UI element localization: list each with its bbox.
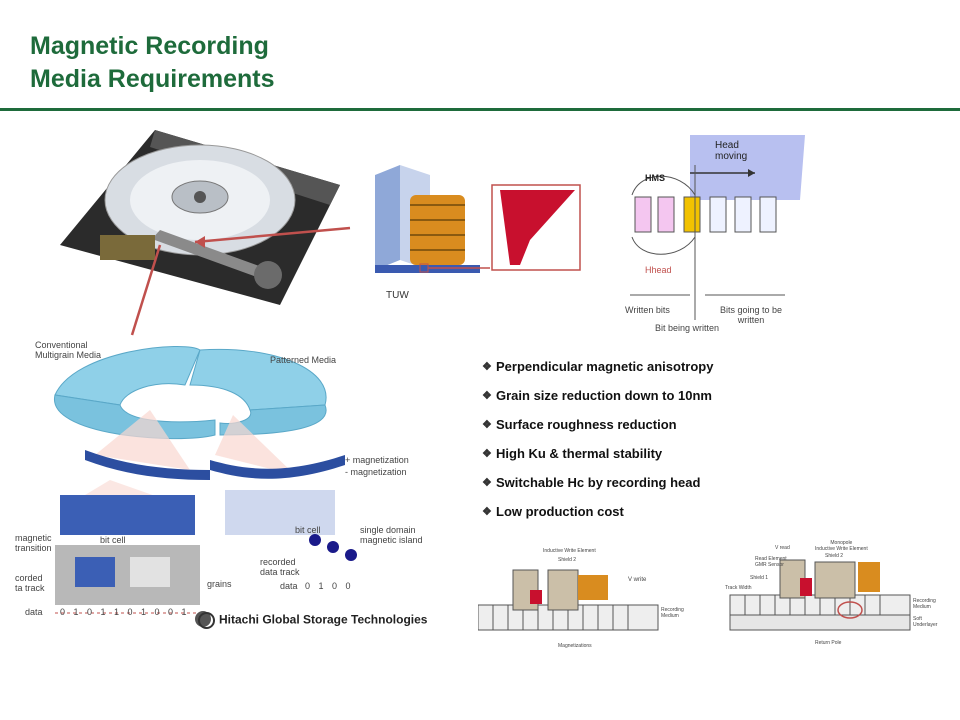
plus-magnetization-label: + magnetization xyxy=(345,455,409,465)
recording-medium-right-label: Recording Medium xyxy=(913,598,936,610)
list-item: ❖ Switchable Hc by recording head xyxy=(482,474,713,503)
return-pole-label: Return Pole xyxy=(815,640,842,646)
bit-cell-left-label: bit cell xyxy=(100,535,126,545)
track-width-label: Track Width xyxy=(725,585,752,591)
magnetizations-label: Magnetizations xyxy=(558,643,592,649)
head-moving-label: Head moving xyxy=(715,140,748,162)
recording-medium-left-label: Recording Medium xyxy=(661,607,684,619)
requirements-list: ❖ Perpendicular magnetic anisotropy ❖ Grai… xyxy=(482,358,713,532)
conventional-media-label: Conventional Multigrain Media xyxy=(35,340,102,360)
tuw-label: TUW xyxy=(386,290,409,301)
data-left-label: data xyxy=(25,607,43,617)
list-item-text: High Ku & thermal stability xyxy=(496,446,663,461)
shield1-label: Shield 1 xyxy=(750,575,769,581)
monopole-label: Monopole Inductive Write Element xyxy=(815,540,868,552)
inductive-write-label: Inductive Write Element xyxy=(543,548,596,554)
soft-underlayer-label: Soft Underlayer xyxy=(913,616,938,628)
list-item-text: Surface roughness reduction xyxy=(496,417,677,432)
title-line-1: Magnetic Recording xyxy=(30,32,269,60)
diamond-bullet-icon: ❖ xyxy=(482,448,492,460)
bit-being-written-label: Bit being written xyxy=(655,323,720,333)
list-item: ❖ Grain size reduction down to 10nm xyxy=(482,387,713,416)
diamond-bullet-icon: ❖ xyxy=(482,419,492,431)
list-item-text: Perpendicular magnetic anisotropy xyxy=(496,359,714,374)
diamond-bullet-icon: ❖ xyxy=(482,477,492,489)
minus-magnetization-label: - magnetization xyxy=(345,467,407,477)
title-divider xyxy=(0,108,960,111)
slide-title: Magnetic Recording Media Requirements xyxy=(30,30,275,96)
vwrite-label: V write xyxy=(628,577,647,583)
list-item: ❖ Surface roughness reduction xyxy=(482,416,713,445)
diamond-bullet-icon: ❖ xyxy=(482,361,492,373)
media-figure: Conventional Multigrain Media Patterned … xyxy=(15,335,435,635)
hitachi-logo-icon xyxy=(198,612,215,629)
data-right-label: data xyxy=(280,581,298,591)
read-element-label: Read Element GMR Sensor xyxy=(755,556,787,568)
perpendicular-head-diagram: Monopole Inductive Write Element V read … xyxy=(720,540,950,655)
written-bits-label: Written bits xyxy=(625,305,670,315)
diamond-bullet-icon: ❖ xyxy=(482,390,492,402)
grains-label: grains xyxy=(207,579,232,589)
list-item: ❖ High Ku & thermal stability xyxy=(482,445,713,474)
shield2-left-label: Shield 2 xyxy=(558,557,577,563)
bit-cell-right-label: bit cell xyxy=(295,525,321,535)
list-item: ❖ Low production cost xyxy=(482,503,713,532)
hms-label: HMS xyxy=(645,173,665,183)
list-item-text: Switchable Hc by recording head xyxy=(496,475,701,490)
tuw-head-diagram xyxy=(375,165,581,273)
single-domain-label: single domain magnetic island xyxy=(360,525,423,545)
hhead-label: Hhead xyxy=(645,265,672,275)
vread-label: V read xyxy=(775,545,790,551)
recorded-track-label: corded ta track xyxy=(15,573,45,593)
longitudinal-head-diagram: Inductive Write Element Shield 2 V write… xyxy=(478,545,684,655)
recorded-data-track-label: recorded data track xyxy=(260,557,300,577)
patterned-media-label: Patterned Media xyxy=(270,355,337,365)
list-item-text: Grain size reduction down to 10nm xyxy=(496,388,712,403)
data-bits-right: 0 1 0 0 xyxy=(305,581,354,591)
hard-drive-image xyxy=(60,130,340,305)
diamond-bullet-icon: ❖ xyxy=(482,506,492,518)
shield2-right-label: Shield 2 xyxy=(825,553,844,559)
hitachi-text: Hitachi Global Storage Technologies xyxy=(219,612,428,627)
list-item-text: Low production cost xyxy=(496,504,624,519)
magnetic-transition-label: magnetic transition xyxy=(15,533,52,553)
head-moving-diagram: Head moving HMS Hhead Written bits Bits … xyxy=(620,125,810,335)
hitachi-caption: Hitachi Global Storage Technologies xyxy=(198,612,427,629)
title-line-2: Media Requirements xyxy=(30,65,275,93)
data-bits-left: 0 1 0 1 1 0 1 0 0 1 xyxy=(60,607,190,617)
bits-going-label: Bits going to be written xyxy=(720,305,783,325)
list-item: ❖ Perpendicular magnetic anisotropy xyxy=(482,358,713,387)
